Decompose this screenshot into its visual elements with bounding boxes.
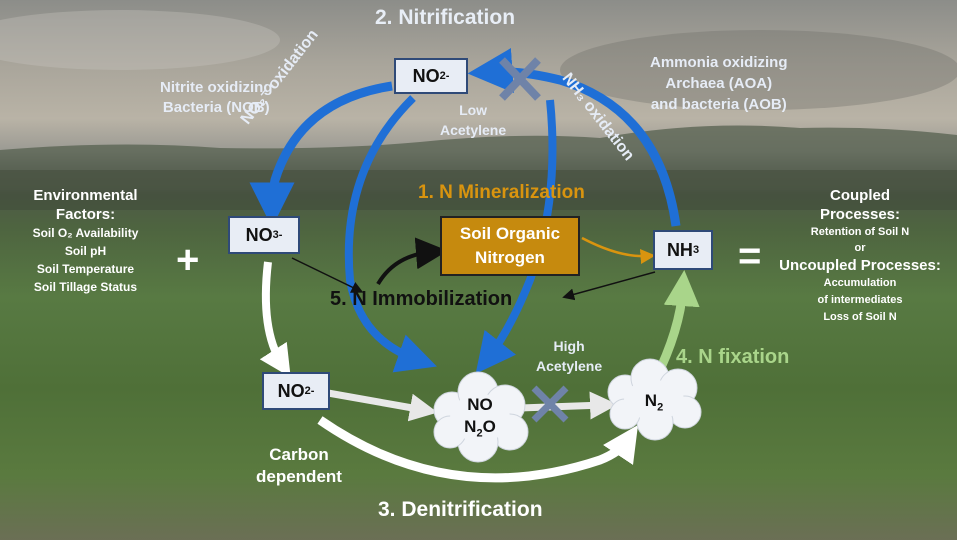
formula-sub: 2 [304, 385, 311, 397]
coupled-heading: Processes: [819, 206, 901, 223]
formula-tail: O [482, 417, 496, 436]
label-high-acetylene: High Acetylene [536, 336, 602, 376]
label-carbon-dependent: Carbon dependent [256, 444, 342, 488]
cloud-shape [560, 30, 957, 110]
soil-organic-nitrogen-box: Soil Organic Nitrogen [440, 216, 580, 276]
label-carbon-line: dependent [256, 467, 342, 486]
arrow-no2-to-no-left [344, 95, 437, 373]
formula-main: N [464, 417, 477, 436]
formula-sub: 3 [692, 244, 700, 256]
formula-sup: - [310, 385, 315, 397]
tree-line [0, 170, 957, 210]
label-low-acetylene-line: Low [459, 102, 488, 118]
title-immobilization: 5. N Immobilization [330, 288, 513, 310]
arrow-no2-to-no [327, 389, 438, 422]
label-low-acetylene-line: Acetylene [440, 122, 507, 138]
uncoupled-item: of intermediates [817, 294, 903, 306]
env-factor-item: Soil O₂ Availability [32, 226, 139, 240]
env-factor-item: Soil pH [64, 244, 107, 258]
env-factors: Environmental Factors: Soil O₂ Availabil… [18, 186, 153, 296]
arrow-mineralization [581, 236, 656, 265]
cloud-shape [0, 10, 280, 70]
formula-main: N [644, 391, 658, 410]
son-line: Nitrogen [475, 248, 545, 267]
label-aoa-line: Ammonia oxidizing [650, 54, 788, 71]
arrow-carbon-dependent [317, 416, 638, 483]
arrow-no2-oxidation [249, 81, 393, 228]
formula-main: NH [666, 239, 693, 260]
plus-sign: + [176, 238, 200, 282]
coupled-processes: Coupled Processes: Retention of Soil N o… [772, 186, 948, 326]
uncoupled-item: Accumulation [823, 277, 897, 289]
formula-sub: 2 [439, 70, 446, 82]
formula-main: NO [412, 65, 440, 86]
label-aoa: Ammonia oxidizing Archaea (AOA) and bact… [650, 52, 788, 115]
cloud-no-n2o-label: NO N2O [456, 394, 504, 444]
formula-sub: 2 [476, 427, 483, 440]
cloud-no-n2o [433, 371, 529, 463]
title-denitrification: 3. Denitrification [378, 498, 543, 521]
env-factors-heading: Factors: [55, 206, 116, 223]
formula-sub: 2 [657, 401, 664, 414]
label-high-acetylene-line: Acetylene [536, 358, 603, 374]
formula-main: NO [277, 380, 305, 401]
label-low-acetylene: Low Acetylene [440, 100, 506, 140]
son-line: Soil Organic [459, 224, 561, 243]
formula-main: NO [245, 224, 273, 245]
coupled-or: or [854, 242, 866, 254]
env-factor-item: Soil Tillage Status [33, 280, 138, 294]
uncoupled-item: Loss of Soil N [823, 311, 897, 323]
arrow-nh3-to-immobilization [562, 271, 656, 301]
label-aoa-line: and bacteria (AOB) [650, 96, 787, 113]
arrow-no3-to-no2 [259, 261, 291, 378]
cloud-n2-label: N2 [632, 390, 676, 418]
label-nob-line: Bacteria (NOB) [162, 99, 270, 116]
arrow-immobilization-to-son [376, 237, 448, 286]
cloud-n2 [607, 358, 702, 441]
x-mark-low-acetylene [499, 57, 541, 101]
coupled-heading: Coupled [830, 187, 890, 204]
arrow-no3-to-immobilization [291, 257, 364, 293]
label-nob: Nitrite oxidizing Bacteria (NOB) [160, 78, 273, 118]
formula-sup: - [278, 229, 283, 241]
label-high-acetylene-line: High [553, 338, 585, 354]
cloud-no-text: NO [467, 395, 493, 414]
label-nob-line: Nitrite oxidizing [160, 79, 273, 96]
env-factor-item: Soil Temperature [36, 262, 135, 276]
env-factors-heading: Environmental [33, 187, 138, 204]
title-nitrification: 2. Nitrification [375, 6, 516, 29]
formula-sup: - [445, 70, 450, 82]
uncoupled-heading: Uncoupled Processes: [779, 257, 941, 274]
title-mineralization: 1. N Mineralization [418, 182, 585, 203]
cloud-n2o-text: N2O [456, 416, 504, 444]
title-fixation: 4. N fixation [676, 346, 790, 368]
x-mark-high-acetylene [531, 385, 569, 423]
equals-sign: = [738, 234, 762, 278]
formula-sub: 3 [272, 229, 279, 241]
label-aoa-line: Archaea (AOA) [665, 75, 773, 92]
arrow-no-to-n2 [519, 391, 618, 420]
label-carbon-line: Carbon [269, 445, 329, 464]
coupled-retention: Retention of Soil N [810, 226, 910, 238]
